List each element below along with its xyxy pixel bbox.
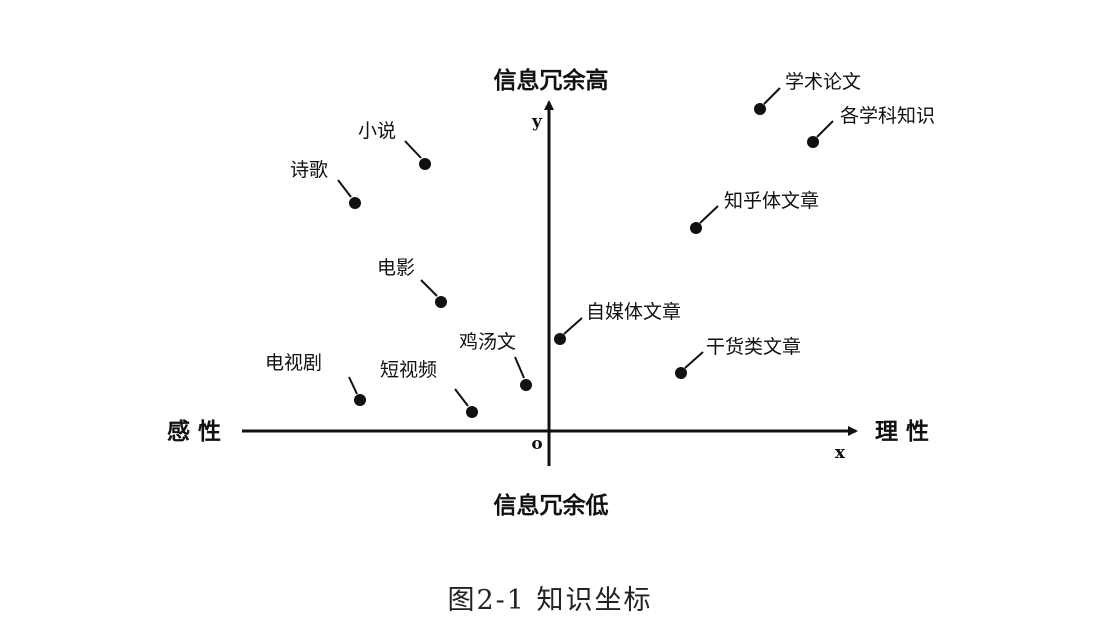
- point-dot: [354, 394, 366, 406]
- point-chicken-soup-articles: 鸡汤文: [459, 331, 532, 391]
- point-leader: [404, 140, 422, 159]
- point-label: 干货类文章: [706, 336, 801, 358]
- point-label: 电视剧: [265, 352, 322, 374]
- point-subject-knowledge: 各学科知识: [807, 105, 935, 148]
- point-leader: [337, 179, 352, 198]
- pole-top-label: 信息冗余高: [494, 67, 609, 94]
- point-dot: [419, 158, 431, 170]
- point-label: 小说: [358, 120, 396, 142]
- pole-right-label: 理 性: [875, 419, 929, 445]
- point-leader: [454, 388, 469, 407]
- origin-label: o: [531, 434, 542, 454]
- point-dot: [675, 367, 687, 379]
- point-dot: [754, 103, 766, 115]
- point-leader: [684, 351, 704, 369]
- point-academic-papers: 学术论文: [754, 71, 861, 115]
- point-leader: [563, 317, 583, 335]
- point-leader: [514, 356, 525, 379]
- point-dot: [349, 197, 361, 209]
- point-practical-articles: 干货类文章: [675, 336, 801, 379]
- point-dot: [435, 296, 447, 308]
- point-label: 电影: [377, 257, 415, 279]
- point-leader: [763, 87, 781, 105]
- point-leader: [420, 279, 438, 297]
- point-dot: [807, 136, 819, 148]
- point-movies: 电影: [377, 257, 447, 308]
- point-label: 各学科知识: [840, 105, 935, 127]
- point-label: 学术论文: [785, 71, 861, 93]
- point-zhihu-articles: 知乎体文章: [690, 190, 819, 234]
- point-dot: [690, 222, 702, 234]
- point-poetry: 诗歌: [290, 159, 361, 209]
- point-dot: [520, 379, 532, 391]
- point-label: 诗歌: [290, 159, 328, 181]
- point-label: 短视频: [380, 359, 437, 381]
- point-tv-dramas: 电视剧: [265, 352, 366, 406]
- figure-caption: 图2-1 知识坐标: [447, 585, 653, 616]
- point-dot: [466, 406, 478, 418]
- point-novels: 小说: [358, 120, 431, 170]
- pole-bottom-label: 信息冗余低: [494, 492, 609, 519]
- point-self-media-articles: 自媒体文章: [554, 301, 681, 345]
- point-dot: [554, 333, 566, 345]
- point-leader: [816, 120, 834, 138]
- point-label: 自媒体文章: [586, 301, 681, 323]
- pole-left-label: 感 性: [167, 418, 221, 445]
- point-short-videos: 短视频: [380, 359, 478, 418]
- point-label: 知乎体文章: [724, 190, 819, 212]
- x-axis-label: x: [835, 443, 846, 463]
- point-label: 鸡汤文: [459, 331, 516, 353]
- point-leader: [699, 205, 719, 224]
- y-axis-label: y: [531, 112, 543, 132]
- point-leader: [348, 376, 358, 395]
